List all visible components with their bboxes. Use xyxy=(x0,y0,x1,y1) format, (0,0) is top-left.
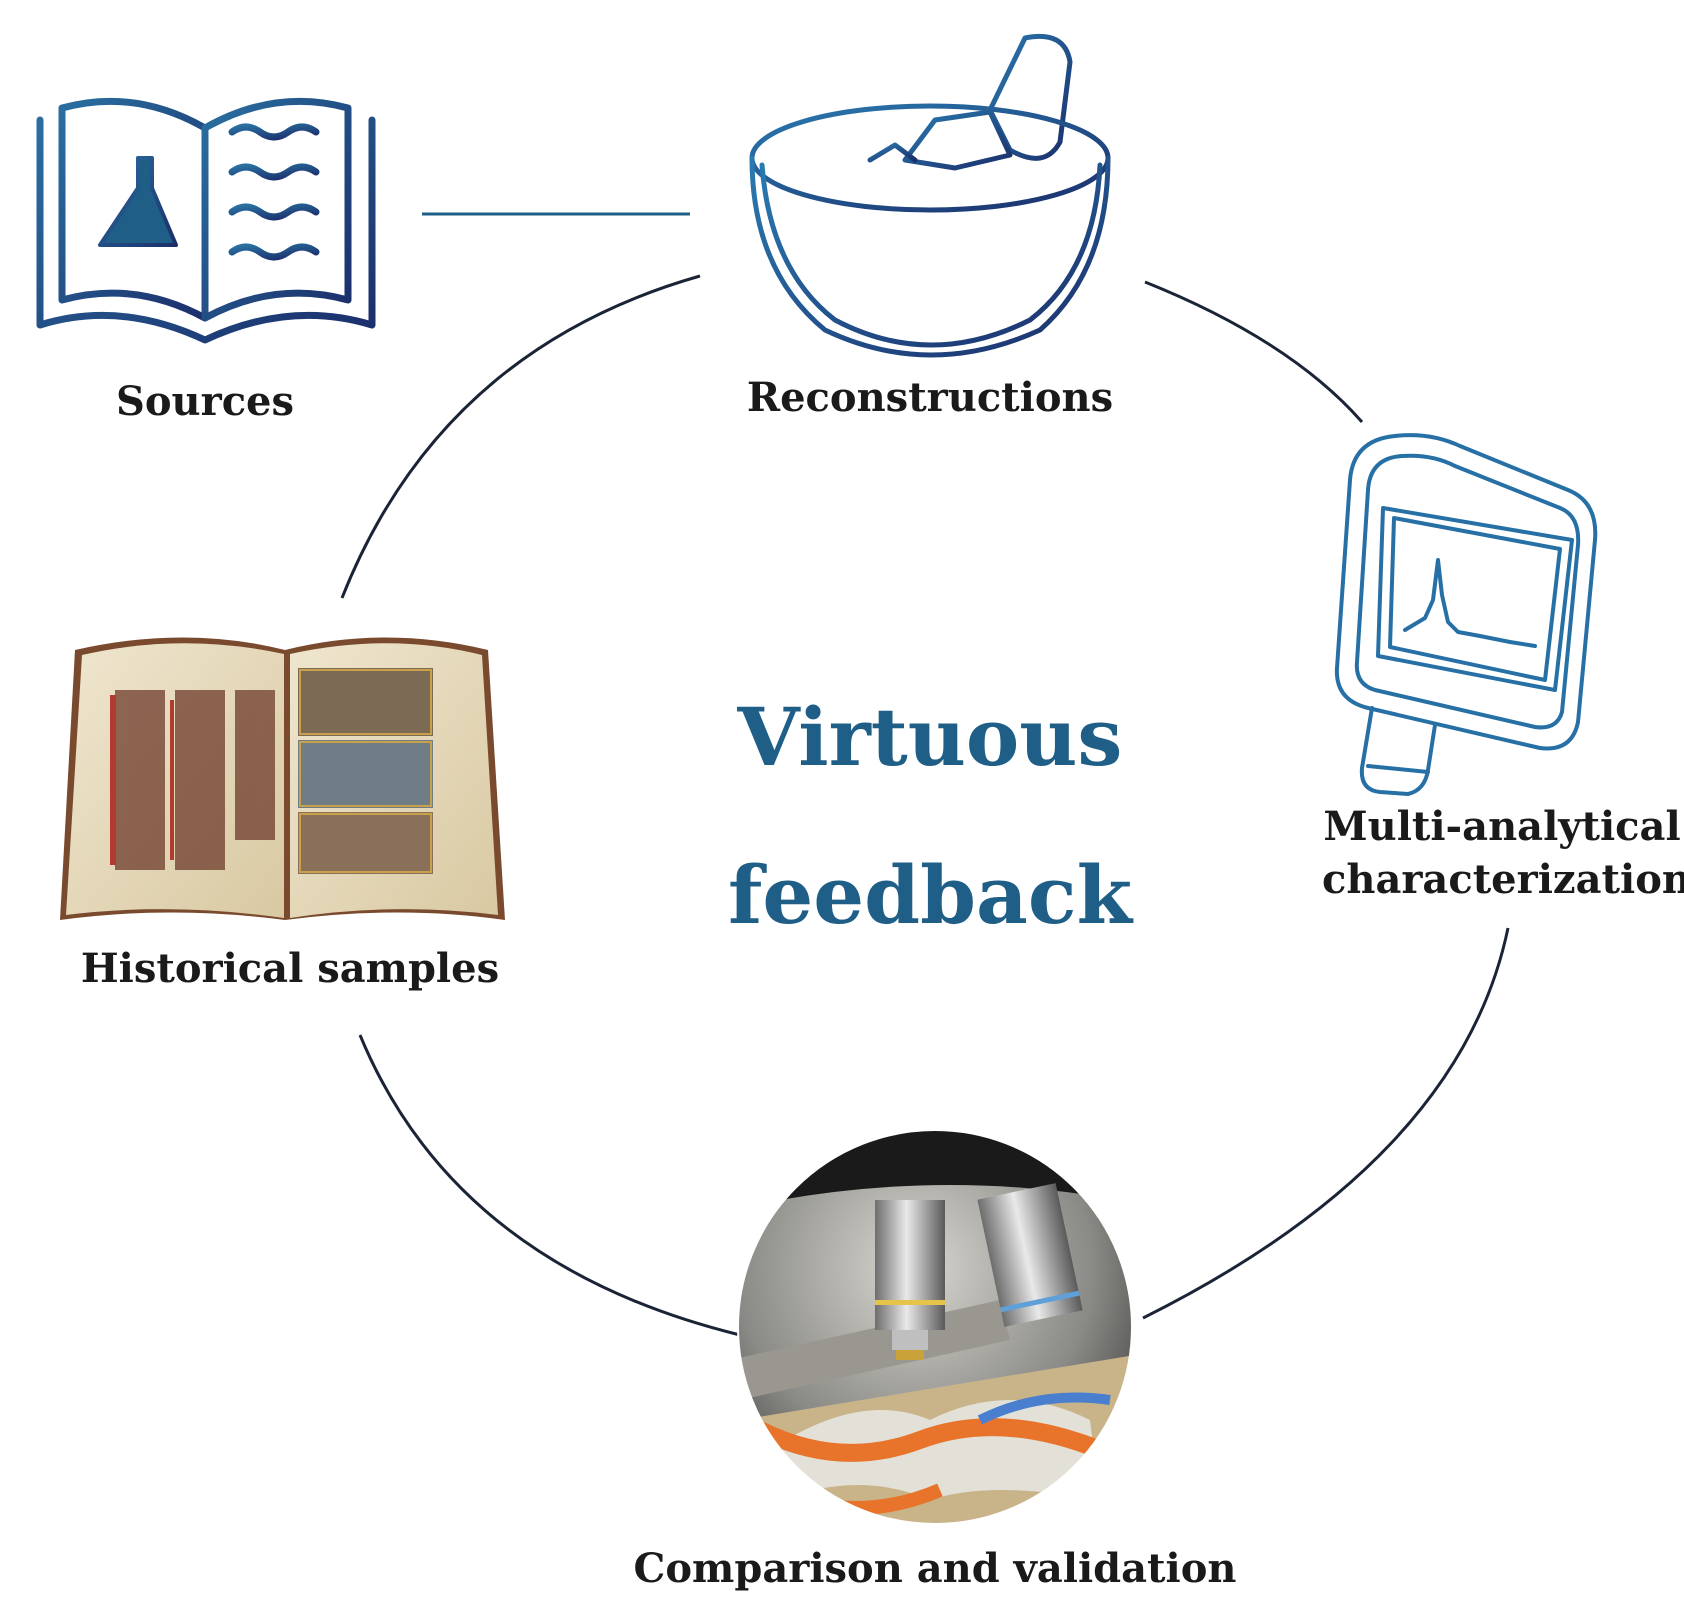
arc-multi-to-comparison xyxy=(1142,927,1510,1320)
label-multi-analytical-line2: characterization xyxy=(1322,856,1684,903)
manuscript-miniatures xyxy=(298,668,433,874)
label-reconstructions: Reconstructions xyxy=(746,374,1114,421)
label-historical-samples: Historical samples xyxy=(80,945,500,992)
microscope-photo xyxy=(738,1130,1132,1524)
arc-historical-to-reconstructions xyxy=(340,274,701,599)
label-multi-analytical-line1: Multi-analytical xyxy=(1323,803,1681,850)
rubric-marks xyxy=(110,695,174,865)
mortar-pestle-icon xyxy=(749,33,1111,358)
center-title-line1: Virtuous xyxy=(737,690,1123,784)
book-flask-icon xyxy=(36,97,376,344)
label-sources: Sources xyxy=(115,378,295,425)
spectrometer-icon xyxy=(1334,433,1598,796)
microscope-photo-border xyxy=(737,1129,1133,1525)
manuscript-text-columns xyxy=(115,690,275,870)
manuscript-photo xyxy=(60,637,505,920)
center-title-line2: feedback xyxy=(727,848,1133,942)
arc-comparison-to-historical xyxy=(358,1034,741,1337)
arc-reconstructions-to-multi xyxy=(1144,280,1364,423)
label-comparison-validation: Comparison and validation xyxy=(633,1545,1237,1592)
cycle-arcs xyxy=(340,274,1510,1337)
